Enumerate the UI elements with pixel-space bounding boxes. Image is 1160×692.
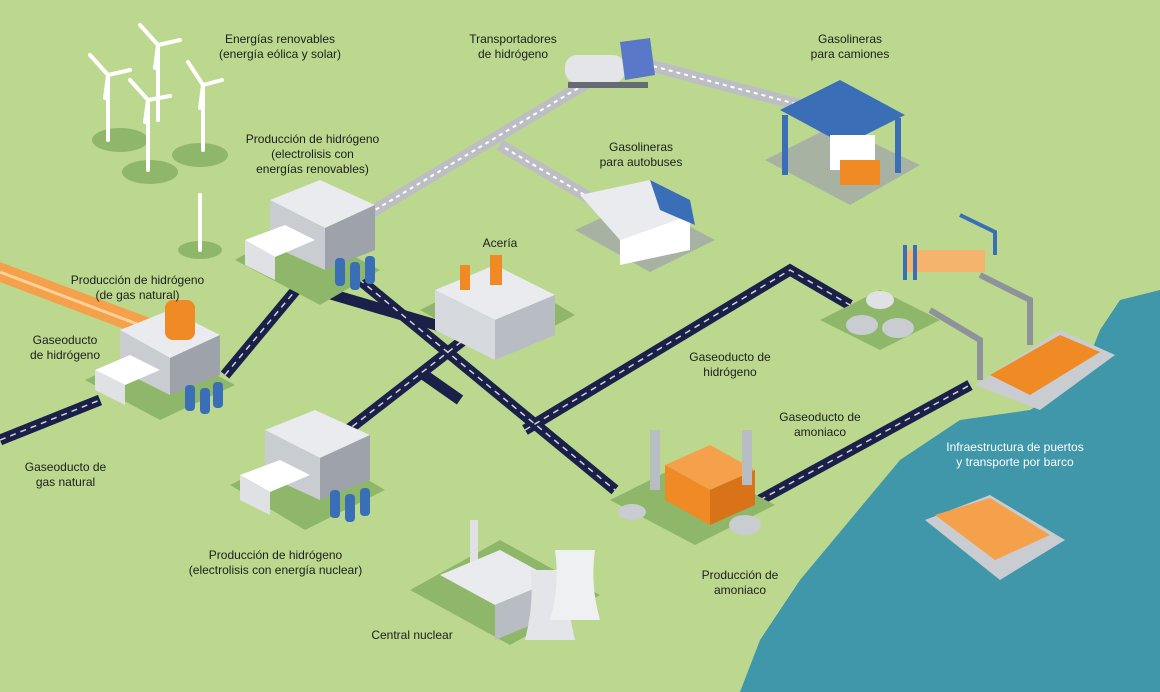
label-h2-nuclear: Producción de hidrógeno (electrolisis co… (188, 548, 363, 577)
wind-farm (88, 23, 228, 259)
label-nuclear: Central nuclear (371, 628, 453, 642)
port-cranes (928, 272, 1033, 380)
label-port: Infraestructura de puertos y transporte … (946, 440, 1084, 469)
renewable-h2-plant (235, 180, 380, 305)
label-ammonia-pipeline: Gaseoducto de amoniaco (779, 410, 861, 439)
nuclear-h2-plant (230, 410, 385, 530)
label-gas-pipeline: Gaseoducto de gas natural (24, 460, 107, 489)
label-h2-pipeline-left: Gaseoducto de hidrógeno (29, 333, 101, 362)
ammonia-plant (610, 430, 775, 545)
label-h2-pipeline-center: Gaseoducto de hidrógeno (689, 350, 771, 379)
label-h2-natural-gas: Producción de hidrógeno (de gas natural) (70, 273, 205, 302)
label-ammonia-production: Producción de amoniaco (701, 568, 779, 597)
storage-tanks (820, 290, 940, 350)
hydrogen-transporter-truck (565, 38, 655, 88)
nuclear-power-plant (410, 520, 600, 645)
label-bus-stations: Gasolineras para autobuses (599, 140, 683, 169)
cargo-pipe-gates (903, 213, 997, 280)
natural-gas-h2-plant (85, 300, 235, 420)
gas-flow-stream (0, 262, 150, 335)
docked-ship (975, 330, 1115, 410)
label-renewables: Energías renovables (energía eólica y so… (218, 32, 342, 61)
label-h2-renewable: Producción de hidrógeno (electrolisis co… (245, 132, 380, 176)
sea (740, 290, 1160, 692)
label-steel: Acería (482, 236, 518, 250)
cargo-ship (925, 495, 1065, 580)
label-transporters: Transportadores de hidrógeno (469, 32, 557, 61)
truck-station (765, 80, 920, 205)
steel-mill (420, 255, 575, 360)
label-truck-stations: Gasolineras para camiones (810, 32, 890, 61)
bus-station (575, 180, 715, 272)
